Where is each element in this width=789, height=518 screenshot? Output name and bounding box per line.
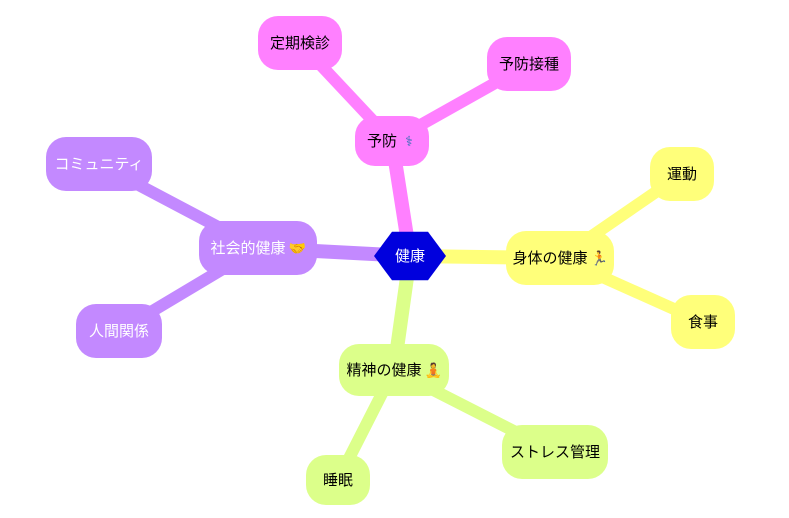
- running-person-icon: 🏃: [591, 250, 608, 267]
- node-community-label: コミュニティ: [54, 155, 143, 173]
- node-exercise[interactable]: 運動: [650, 147, 714, 201]
- branch-node-social-shape: [199, 221, 317, 275]
- node-vaccination-shape: [487, 37, 571, 91]
- node-checkup-label: 定期検診: [270, 34, 330, 52]
- node-relationships-shape: [76, 304, 162, 358]
- branch-node-social[interactable]: 社会的健康🤝: [199, 221, 317, 275]
- branch-node-physical[interactable]: 身体の健康🏃: [506, 231, 614, 285]
- root-node-shape: [374, 231, 446, 281]
- node-stress[interactable]: ストレス管理: [502, 425, 608, 479]
- node-exercise-shape: [650, 147, 714, 201]
- node-relationships[interactable]: 人間関係: [76, 304, 162, 358]
- node-stress-label: ストレス管理: [510, 443, 600, 461]
- handshake-icon: 🤝: [289, 241, 306, 257]
- branch-node-prevention[interactable]: 予防 ⚕: [355, 116, 429, 166]
- branch-node-mental-shape: [339, 344, 449, 396]
- node-exercise-label: 運動: [667, 165, 697, 183]
- node-community[interactable]: コミュニティ: [46, 137, 152, 191]
- branch-node-prevention-shape: [355, 116, 429, 166]
- node-checkup-shape: [258, 16, 342, 70]
- branch-node-prevention-label: 予防: [367, 132, 397, 150]
- node-diet[interactable]: 食事: [671, 295, 735, 349]
- branch-node-physical-shape: [506, 231, 614, 285]
- node-sleep[interactable]: 睡眠: [306, 455, 370, 505]
- node-checkup[interactable]: 定期検診: [258, 16, 342, 70]
- branch-node-mental[interactable]: 精神の健康🧘: [339, 344, 449, 396]
- root-node-label: 健康: [395, 247, 425, 265]
- branch-node-mental-label: 精神の健康: [346, 361, 421, 379]
- node-stress-shape: [502, 425, 608, 479]
- root-node[interactable]: 健康: [374, 231, 446, 281]
- node-community-shape: [46, 137, 152, 191]
- node-vaccination-label: 予防接種: [499, 55, 559, 73]
- node-sleep-label: 睡眠: [323, 471, 353, 489]
- node-sleep-shape: [306, 455, 370, 505]
- node-relationships-label: 人間関係: [89, 322, 149, 340]
- branch-node-physical-label: 身体の健康: [512, 249, 587, 267]
- node-diet-shape: [671, 295, 735, 349]
- node-vaccination[interactable]: 予防接種: [487, 37, 571, 91]
- meditation-icon: 🧘: [425, 362, 442, 379]
- branch-node-social-label: 社会的健康: [210, 239, 285, 257]
- stethoscope-icon: ⚕: [405, 134, 413, 150]
- node-diet-label: 食事: [688, 313, 718, 331]
